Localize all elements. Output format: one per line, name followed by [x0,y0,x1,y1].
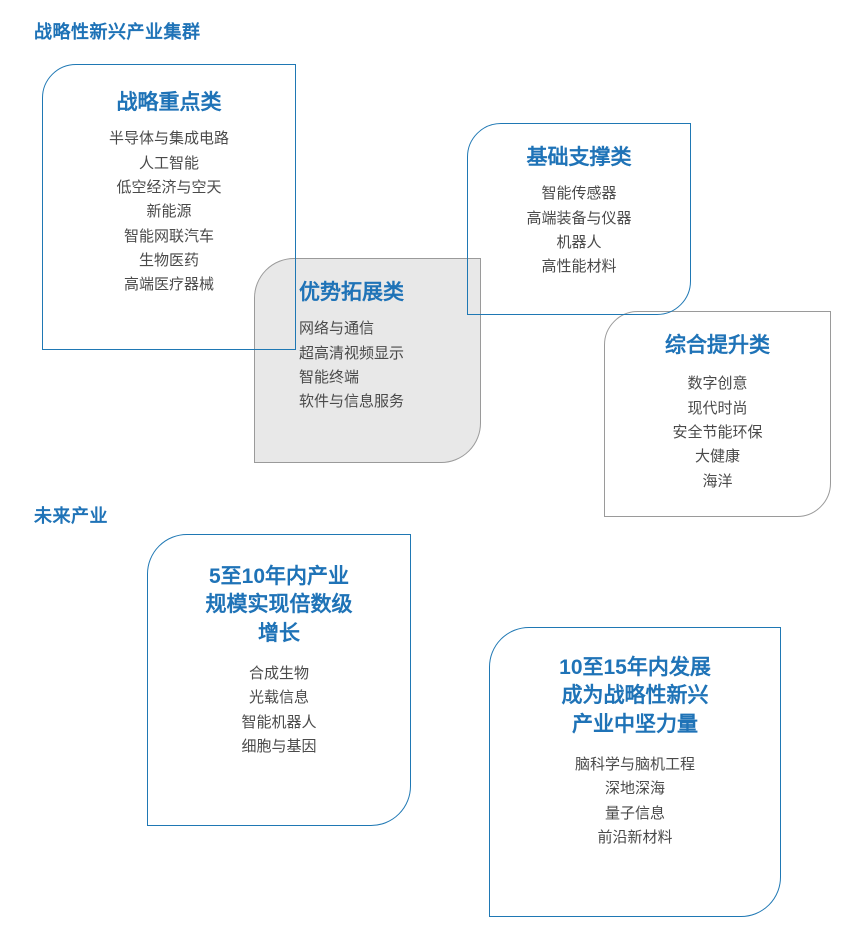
list-item: 高端装备与仪器 [526,209,632,227]
list-item: 高端医疗器械 [123,276,214,294]
card-title-comprehensive-improvement: 综合提升类 [665,334,770,357]
list-item: 新能源 [146,203,192,221]
list-item: 低空经济与空天 [116,178,222,196]
list-item: 安全节能环保 [672,423,763,441]
card-title-basic-support: 基础支撑类 [526,146,632,169]
card-list-future-10-to-15-years: 脑科学与脑机工程 深地深海 量子信息 前沿新材料 [575,753,695,850]
list-item: 前沿新材料 [597,828,673,846]
list-item: 海洋 [702,472,733,490]
list-item: 智能机器人 [241,713,317,731]
list-item: 合成生物 [248,665,309,683]
list-item: 智能终端 [299,368,360,386]
section-heading-strategic-emerging-industry-clusters: 战略性新兴产业集群 [34,22,201,42]
card-strategic-key: 战略重点类 半导体与集成电路 人工智能 低空经济与空天 新能源 智能网联汽车 生… [42,64,296,350]
list-item: 网络与通信 [299,320,375,338]
list-item: 软件与信息服务 [299,393,405,411]
list-item: 量子信息 [604,804,665,822]
card-title-future-10-to-15-years: 10至15年内发展 成为战略性新兴 产业中坚力量 [559,656,711,736]
list-item: 现代时尚 [687,399,748,417]
card-basic-support: 基础支撑类 智能传感器 高端装备与仪器 机器人 高性能材料 [467,123,691,315]
card-future-10-to-15-years: 10至15年内发展 成为战略性新兴 产业中坚力量 脑科学与脑机工程 深地深海 量… [489,627,781,917]
card-title-strategic-key: 战略重点类 [116,91,222,114]
list-item: 高性能材料 [541,258,617,276]
list-item: 超高清视频显示 [299,344,405,362]
card-list-advantage-expand: 网络与通信 超高清视频显示 智能终端 软件与信息服务 [299,317,404,414]
list-item: 智能传感器 [541,185,617,203]
card-comprehensive-improvement: 综合提升类 数字创意 现代时尚 安全节能环保 大健康 海洋 [604,311,831,517]
card-future-5-to-10-years: 5至10年内产业 规模实现倍数级 增长 合成生物 光载信息 智能机器人 细胞与基… [147,534,411,826]
card-title-future-5-to-10-years: 5至10年内产业 规模实现倍数级 增长 [205,565,353,645]
section-heading-future-industries: 未来产业 [34,506,108,526]
list-item: 生物医药 [138,251,199,269]
list-item: 人工智能 [138,154,199,172]
card-advantage-expand: 优势拓展类 网络与通信 超高清视频显示 智能终端 软件与信息服务 [254,258,481,463]
list-item: 脑科学与脑机工程 [574,756,695,774]
list-item: 数字创意 [687,375,748,393]
list-item: 深地深海 [604,780,665,798]
list-item: 半导体与集成电路 [108,130,229,148]
list-item: 光载信息 [248,689,309,707]
card-list-comprehensive-improvement: 数字创意 现代时尚 安全节能环保 大健康 海洋 [672,372,762,493]
card-list-basic-support: 智能传感器 高端装备与仪器 机器人 高性能材料 [526,182,631,279]
card-title-advantage-expand: 优势拓展类 [299,281,404,304]
card-list-strategic-key: 半导体与集成电路 人工智能 低空经济与空天 新能源 智能网联汽车 生物医药 高端… [109,127,229,297]
list-item: 细胞与基因 [241,737,317,755]
list-item: 机器人 [556,233,602,251]
list-item: 智能网联汽车 [123,227,214,245]
card-list-future-5-to-10-years: 合成生物 光载信息 智能机器人 细胞与基因 [241,662,316,759]
list-item: 大健康 [694,448,740,466]
